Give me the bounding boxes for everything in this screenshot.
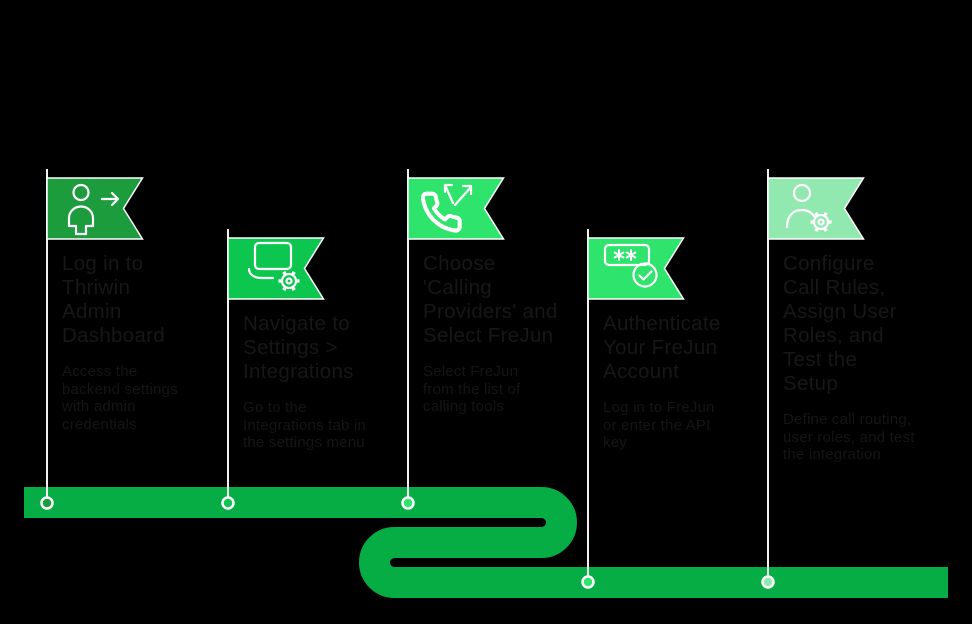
step-title: Choose 'Calling Providers' and Select Fr… <box>423 252 558 347</box>
step-flag-1 <box>46 177 144 240</box>
flag-pole-1 <box>46 169 48 503</box>
step-flag-3 <box>407 177 505 240</box>
step-description: Define call routing, user roles, and tes… <box>783 411 915 463</box>
step-flag-5 <box>767 177 865 240</box>
step-description: Select FreJun from the list of calling t… <box>423 363 521 415</box>
laptop-gear-icon <box>247 241 300 291</box>
step-description: Access the backend settings with admin c… <box>62 363 178 433</box>
step-title: Configure Call Rules, Assign User Roles,… <box>783 252 897 395</box>
step-flag-2 <box>227 237 325 300</box>
step-3: Choose 'Calling Providers' and Select Fr… <box>423 252 605 416</box>
flag-pole-4 <box>587 229 589 582</box>
flag-pole-2 <box>227 229 229 503</box>
step-title: Log in to Thriwin Admin Dashboard <box>62 252 165 347</box>
step-title: Authenticate Your FreJun Account <box>603 312 721 383</box>
flag-pole-3 <box>407 169 409 503</box>
flag-pole-5 <box>767 169 769 582</box>
step-4: Authenticate Your FreJun Account Log in … <box>603 312 785 452</box>
password-check-icon <box>603 243 658 288</box>
step-2: Navigate to Settings > Integrations Go t… <box>243 312 425 452</box>
timeline-node-5 <box>761 575 775 589</box>
phone-transfer-icon <box>420 183 473 233</box>
step-description: Log in to FreJun or enter the API key <box>603 399 715 451</box>
step-description: Go to the Integrations tab in the settin… <box>243 399 367 451</box>
timeline-node-3 <box>401 496 415 510</box>
timeline-node-4 <box>581 575 595 589</box>
timeline-ribbon <box>24 487 948 598</box>
step-5: Configure Call Rules, Assign User Roles,… <box>783 252 965 464</box>
timeline-node-2 <box>221 496 235 510</box>
user-arrow-icon <box>67 183 120 236</box>
timeline-node-1 <box>40 496 54 510</box>
step-title: Navigate to Settings > Integrations <box>243 312 354 383</box>
step-1: Log in to Thriwin Admin Dashboard Access… <box>62 252 244 433</box>
step-flag-4 <box>587 237 685 300</box>
user-gear-icon <box>785 183 832 232</box>
